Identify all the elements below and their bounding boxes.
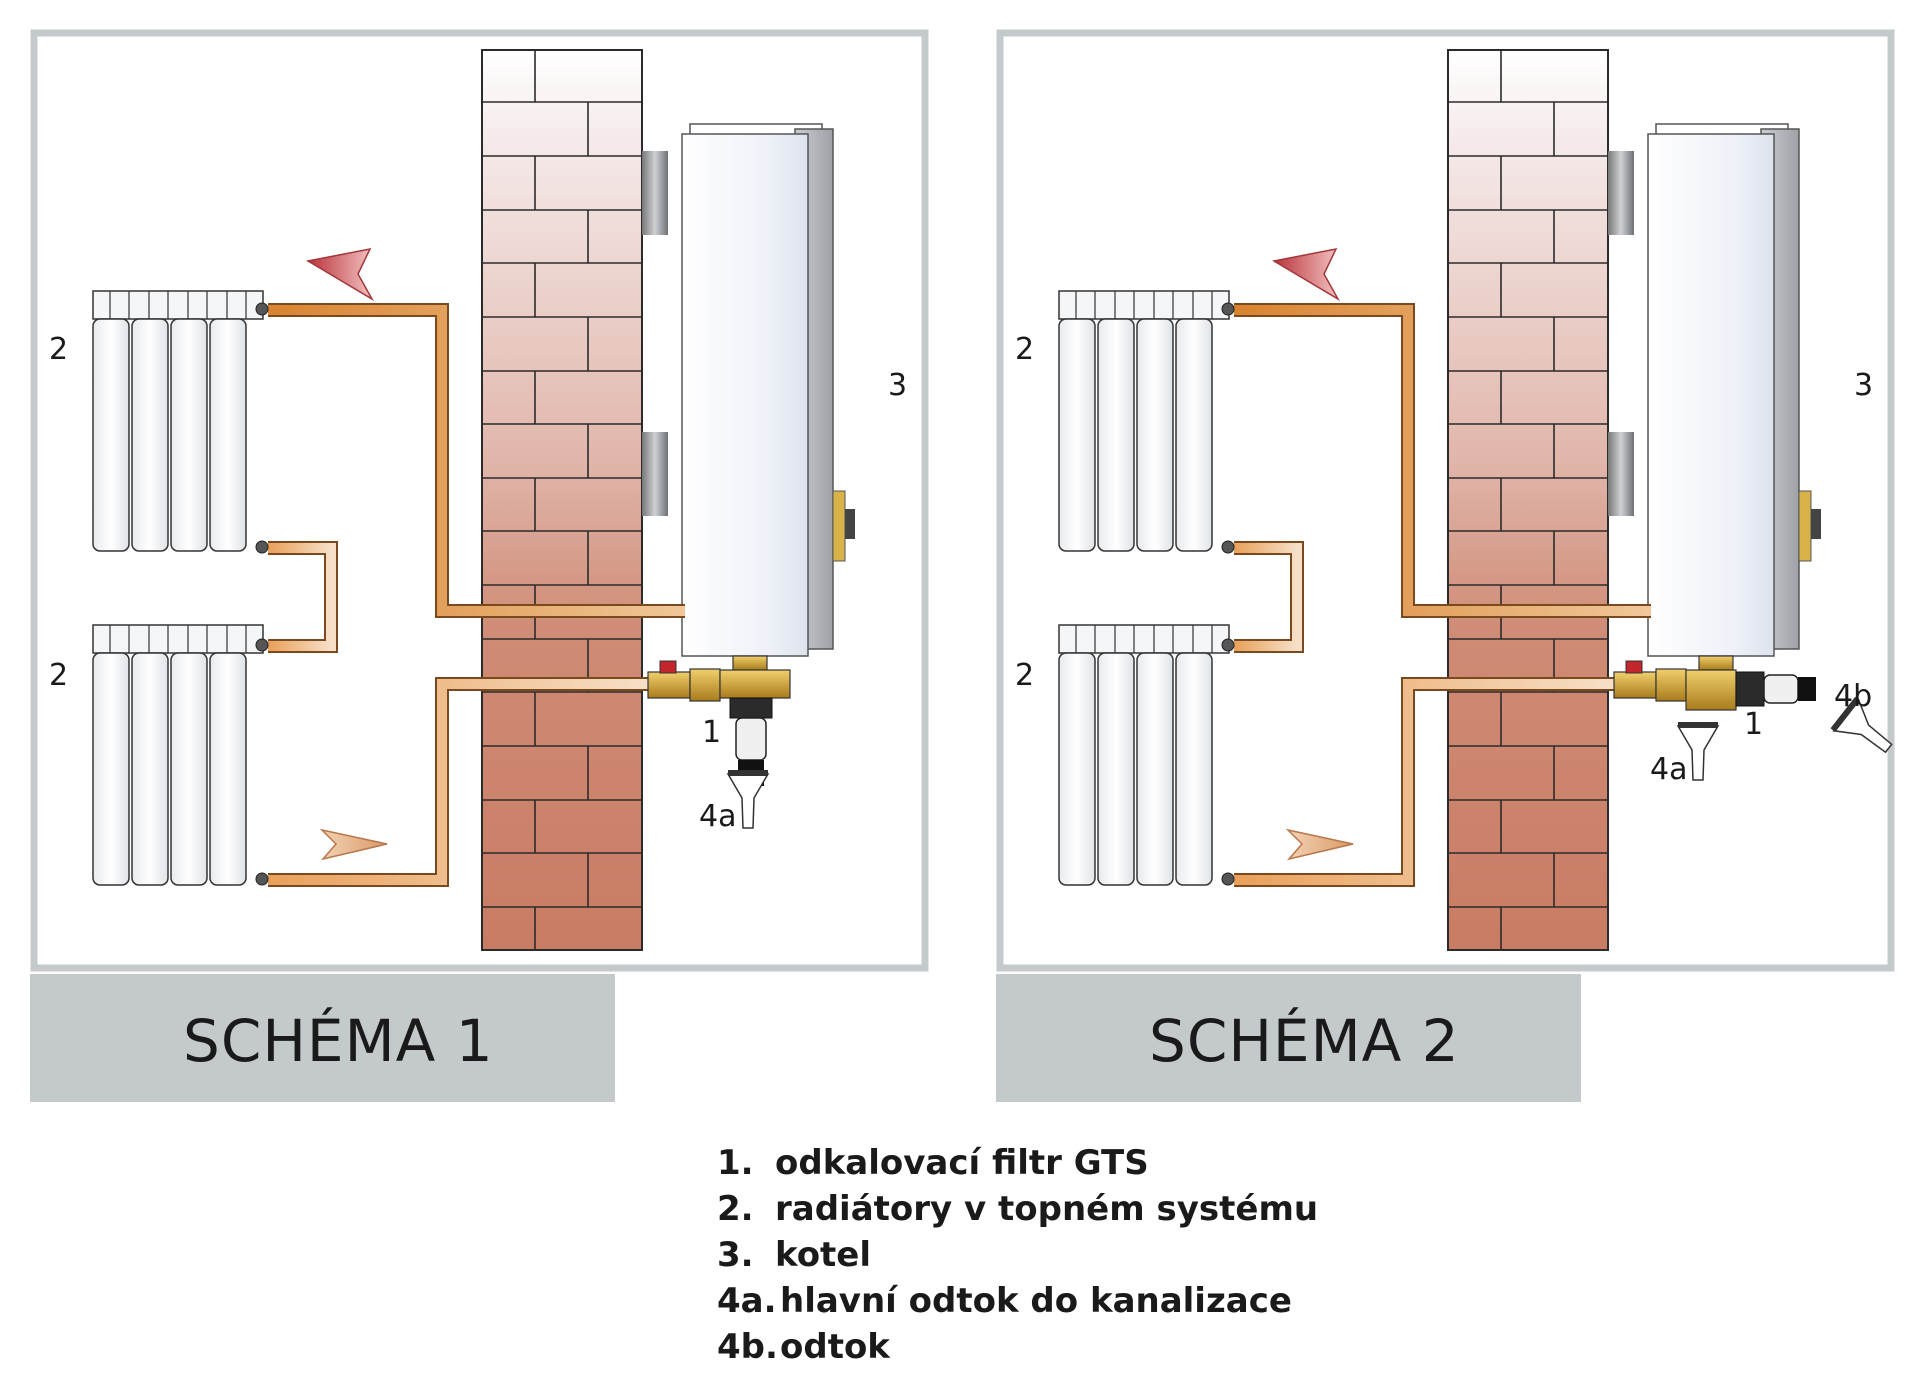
scheme-1: 2 2 3 1 4a SCHÉMA 1 — [30, 33, 925, 1102]
legend-item-text: kotel — [775, 1235, 872, 1275]
scheme-1-label-drain-main: 4a — [699, 799, 736, 834]
scheme-2-label-radiator-top: 2 — [1015, 332, 1034, 367]
scheme-1-label-radiator-bottom: 2 — [49, 658, 68, 693]
scheme-2: 2 2 3 1 4a 4b SCHÉMA 2 — [996, 33, 1902, 1102]
legend-item-text: radiátory v topném systému — [775, 1189, 1319, 1229]
scheme-2-label-radiator-bottom: 2 — [1015, 658, 1034, 693]
scheme-2-label-boiler: 3 — [1854, 368, 1873, 403]
scheme-2-label-filter: 1 — [1744, 707, 1763, 742]
legend-item-number: 4a. — [717, 1281, 777, 1321]
scheme-2-label-drain-main: 4a — [1650, 752, 1687, 787]
legend-item-number: 1. — [717, 1143, 754, 1183]
scheme-1-label-radiator-top: 2 — [49, 332, 68, 367]
legend-item: 4b.odtok — [717, 1324, 1318, 1370]
legend-item: 2. radiátory v topném systému — [717, 1186, 1318, 1232]
scheme-1-label-filter: 1 — [702, 715, 721, 750]
legend: 1. odkalovací filtr GTS 2. radiátory v top… — [717, 1140, 1318, 1370]
scheme-1-label-boiler: 3 — [888, 368, 907, 403]
scheme-2-title: SCHÉMA 2 — [1149, 1006, 1460, 1075]
legend-item: 4a.hlavní odtok do kanalizace — [717, 1278, 1318, 1324]
legend-item: 3. kotel — [717, 1232, 1318, 1278]
legend-item-text: odtok — [780, 1327, 890, 1367]
legend-item-number: 3. — [717, 1235, 754, 1275]
legend-item-text: odkalovací filtr GTS — [775, 1143, 1149, 1183]
scheme-2-filter — [1685, 655, 1816, 711]
scheme-1-title: SCHÉMA 1 — [183, 1006, 494, 1075]
scheme-1-drawing — [30, 33, 925, 1102]
scheme-2-drawing — [996, 33, 1891, 1102]
scheme-2-label-drain-side: 4b — [1834, 679, 1872, 714]
legend-item-text: hlavní odtok do kanalizace — [780, 1281, 1292, 1321]
legend-item-number: 4b. — [717, 1327, 778, 1367]
legend-item: 1. odkalovací filtr GTS — [717, 1140, 1318, 1186]
legend-item-number: 2. — [717, 1189, 754, 1229]
